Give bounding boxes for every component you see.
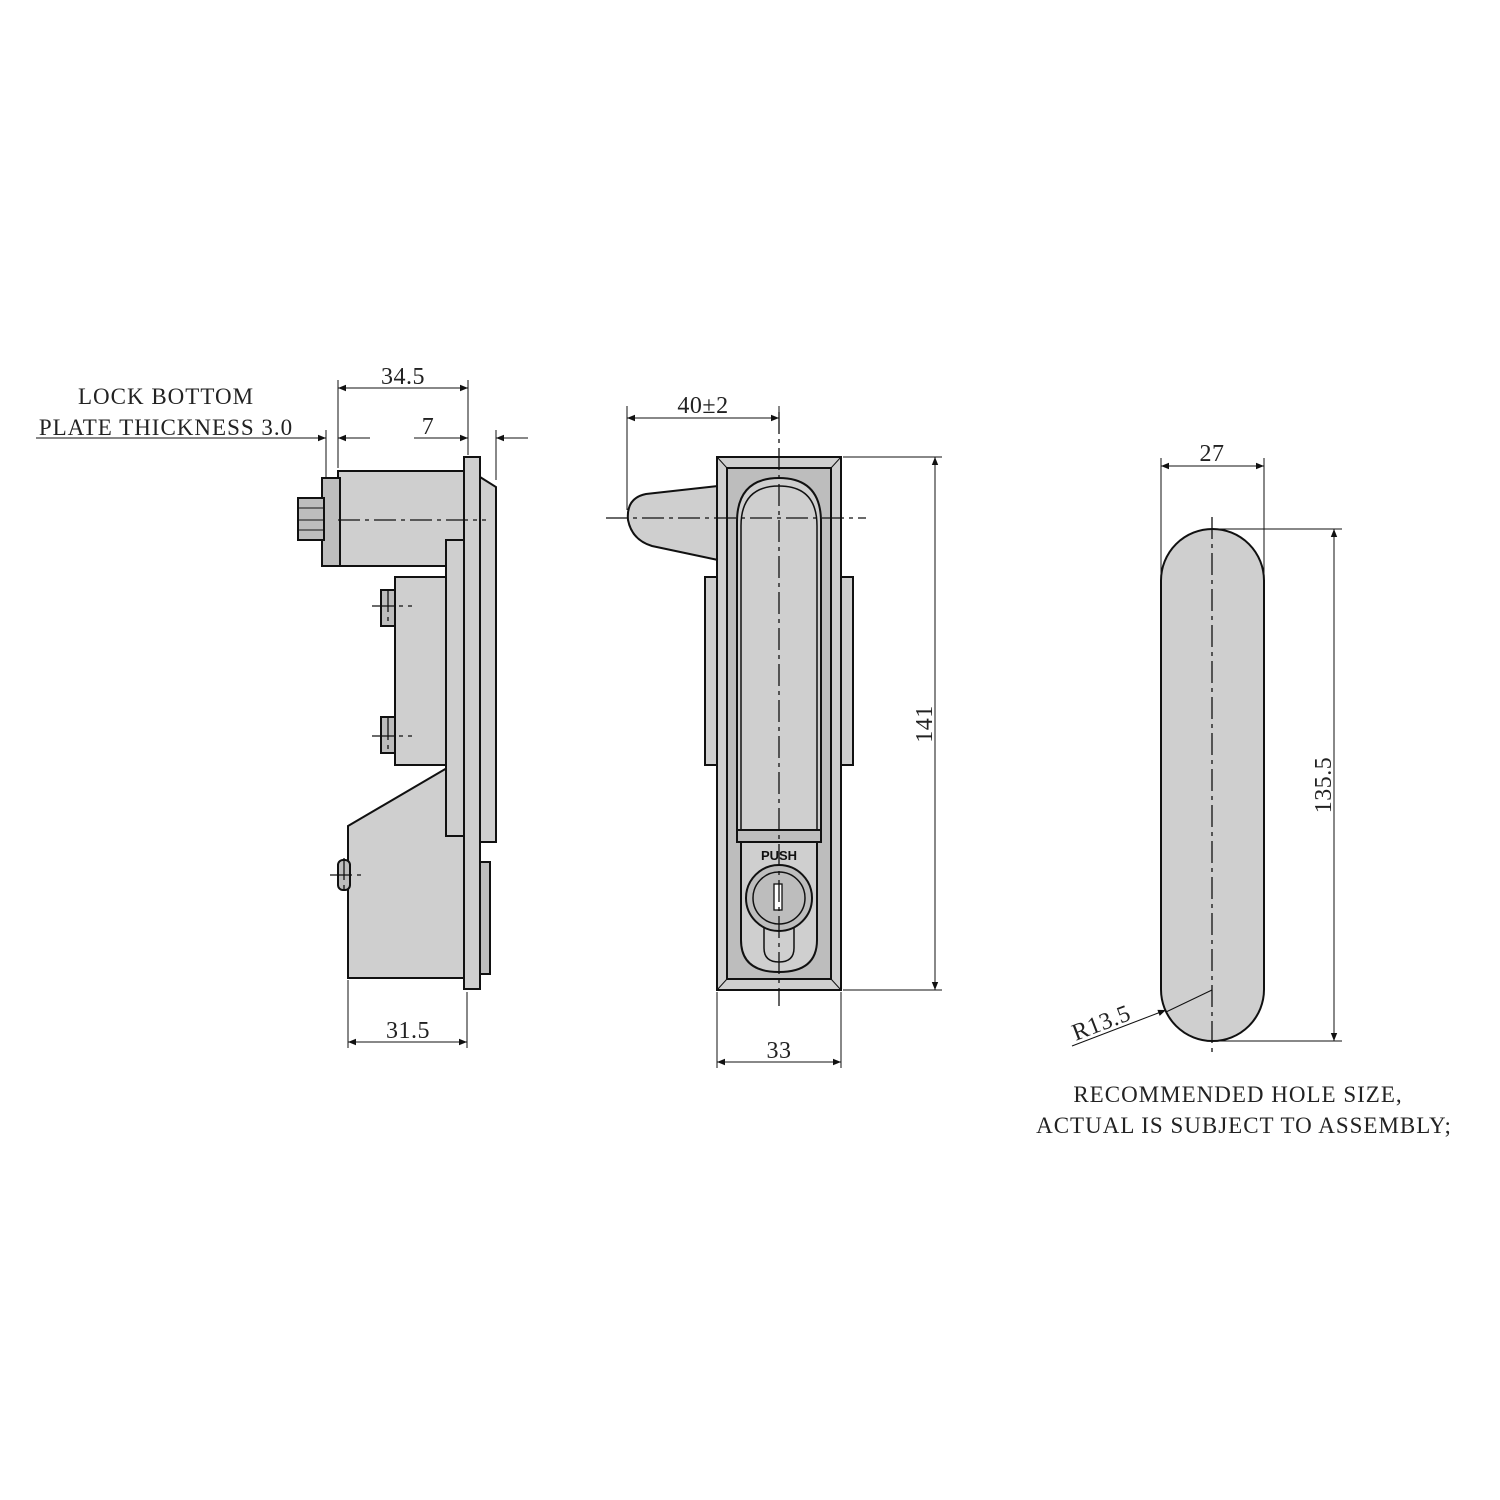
plate-thickness-note-line1: LOCK BOTTOM <box>78 384 254 409</box>
front-view: PUSH 40±2 141 33 <box>606 393 942 1068</box>
side-rear-plate <box>445 539 465 837</box>
front-handle-tip <box>626 484 719 562</box>
front-width-dimension: 33 <box>767 1038 792 1064</box>
side-handle-profile <box>479 475 497 843</box>
side-top-housing <box>337 470 467 567</box>
key-slot <box>773 883 783 911</box>
handle-swing-dimension: 40±2 <box>677 393 728 419</box>
cutout-width-dimension: 27 <box>1200 441 1225 467</box>
side-body-width-dimension: 31.5 <box>386 1018 430 1044</box>
side-key-cylinder <box>479 861 491 975</box>
hole-size-note-line2: ACTUAL IS SUBJECT TO ASSEMBLY; <box>1036 1113 1452 1138</box>
side-front-flange <box>463 456 481 990</box>
hole-size-note-line1: RECOMMENDED HOLE SIZE, <box>1073 1082 1402 1107</box>
side-bolt-head <box>297 497 325 541</box>
side-view: 34.5 7 LOCK BOTTOM PLATE THICKNESS 3.0 3… <box>36 364 528 1048</box>
front-height-dimension: 141 <box>912 705 938 743</box>
side-depth-dimension: 34.5 <box>381 364 425 390</box>
cutout-height-dimension: 135.5 <box>1311 757 1337 814</box>
cutout-radius-dimension: R13.5 <box>1069 1000 1135 1046</box>
cutout-view: 27 135.5 R13.5 RECOMMENDED HOLE SIZE, AC… <box>1036 441 1452 1138</box>
plate-thickness-note-line2: PLATE THICKNESS 3.0 <box>39 415 293 440</box>
side-offset-dimension: 7 <box>422 414 435 440</box>
